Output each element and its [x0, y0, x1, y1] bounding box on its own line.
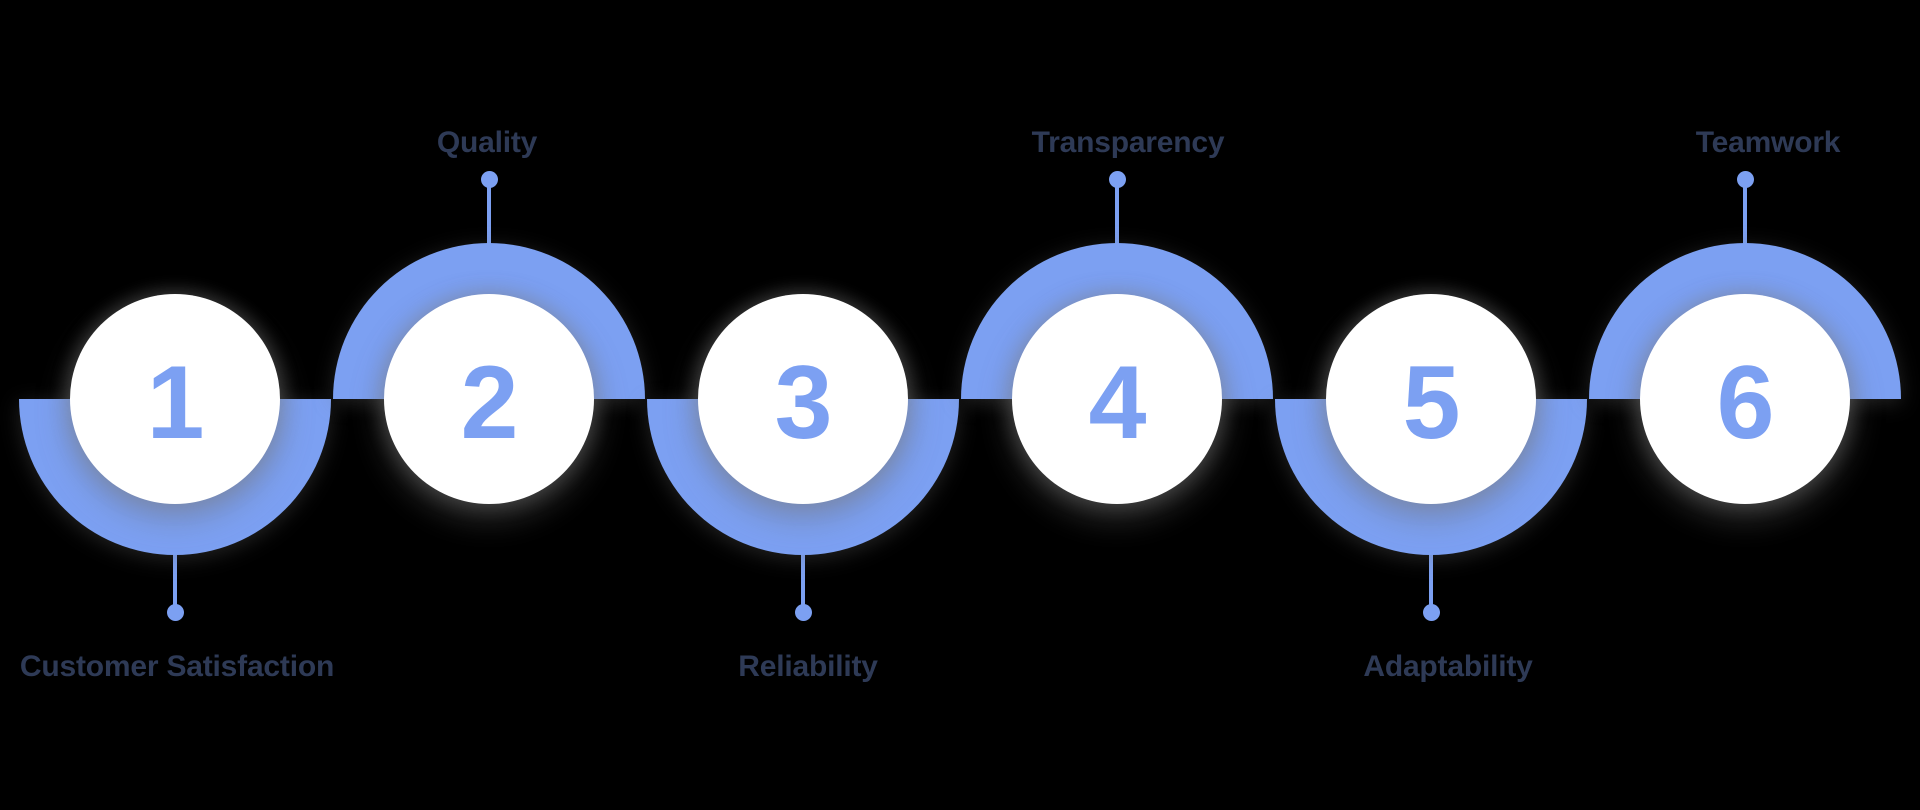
connector-dot-icon: [480, 171, 498, 188]
connector-dot-icon: [794, 604, 812, 621]
connector-line: [801, 545, 805, 607]
step-label: Customer Satisfaction: [19, 650, 335, 683]
connector-line: [1743, 186, 1747, 252]
connector-dot-icon: [1422, 604, 1440, 621]
connector-dot-icon: [1736, 171, 1754, 188]
step-number: 3: [774, 345, 833, 461]
connector-dot-icon: [1108, 171, 1126, 188]
step-label: Adaptability: [1363, 650, 1533, 683]
step-circle: 3: [698, 294, 908, 504]
connector-dot-icon: [166, 604, 184, 621]
step-circle: 6: [1640, 294, 1850, 504]
step-number: 4: [1088, 345, 1147, 461]
connector-line: [487, 186, 491, 252]
step-label: Transparency: [1031, 126, 1225, 159]
step-number: 1: [146, 345, 205, 461]
step-circle: 4: [1012, 294, 1222, 504]
step-circle: 5: [1326, 294, 1536, 504]
step-number: 2: [460, 345, 519, 461]
step-number: 5: [1402, 345, 1461, 461]
step-label: Teamwork: [1695, 126, 1841, 159]
connector-line: [173, 545, 177, 607]
step-number: 6: [1716, 345, 1775, 461]
connector-line: [1429, 545, 1433, 607]
step-circle: 2: [384, 294, 594, 504]
step-circle: 1: [70, 294, 280, 504]
connector-line: [1115, 186, 1119, 252]
step-label: Reliability: [738, 650, 878, 683]
step-label: Quality: [436, 126, 538, 159]
